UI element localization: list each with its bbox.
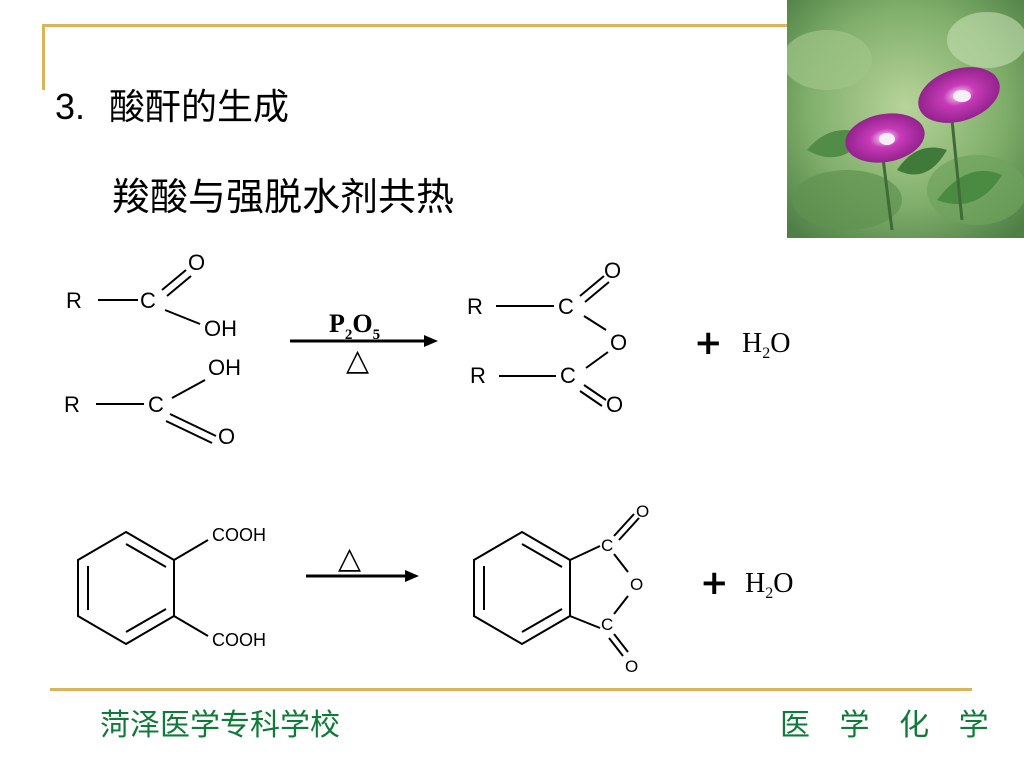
product-anhydride: O R C O R C O bbox=[467, 258, 627, 417]
atom-r: R bbox=[470, 363, 486, 388]
arrowhead-2 bbox=[405, 570, 419, 582]
atom-o: O bbox=[188, 250, 205, 275]
atom-o-ring: O bbox=[630, 575, 643, 594]
atom-c: C bbox=[601, 536, 613, 555]
section-number: 3. bbox=[55, 86, 86, 127]
cooh-bottom: COOH bbox=[212, 630, 266, 650]
subheading: 羧酸与强脱水剂共热 bbox=[112, 175, 455, 219]
footer-school: 菏泽医学专科学校 bbox=[100, 708, 340, 743]
section-title: 酸酐的生成 bbox=[109, 87, 290, 128]
frame-top-line bbox=[42, 24, 790, 27]
plus-sign-2: + bbox=[700, 563, 729, 603]
atom-o: O bbox=[218, 424, 235, 449]
atom-oh: OH bbox=[208, 355, 241, 380]
reactant-phthalic-acid: COOH COOH bbox=[77, 525, 266, 650]
water-2: H2O bbox=[745, 568, 793, 602]
heat-symbol-2: △ bbox=[338, 541, 361, 576]
atom-r: R bbox=[66, 288, 82, 313]
atom-o: O bbox=[604, 258, 621, 283]
atom-o: O bbox=[606, 392, 623, 417]
atom-r: R bbox=[64, 392, 80, 417]
reactant-acid-bottom: OH R C O bbox=[64, 355, 241, 449]
atom-o: O bbox=[625, 657, 638, 676]
reagent-p2o5: P2O5 bbox=[329, 309, 380, 343]
footer-divider bbox=[50, 688, 972, 691]
atom-c: C bbox=[140, 288, 156, 313]
atom-c: C bbox=[558, 294, 574, 319]
atom-c: C bbox=[601, 615, 613, 634]
atom-c: C bbox=[560, 363, 576, 388]
atom-o: O bbox=[636, 502, 649, 521]
cooh-top: COOH bbox=[212, 525, 266, 545]
atom-o-bridge: O bbox=[610, 330, 627, 355]
footer-course: 医 学 化 学 bbox=[780, 708, 999, 743]
atom-oh: OH bbox=[204, 316, 237, 341]
atom-c: C bbox=[148, 392, 164, 417]
plus-sign-1: + bbox=[694, 323, 723, 363]
atom-r: R bbox=[467, 294, 483, 319]
reaction-diagram: R C O OH OH R C O P2O5 △ O R C O R C bbox=[64, 250, 793, 676]
heat-symbol-1: △ bbox=[346, 343, 369, 378]
reactant-acid-top: R C O OH bbox=[66, 250, 237, 341]
frame-left-line bbox=[42, 24, 45, 90]
svg-text:P2O5: P2O5 bbox=[329, 309, 380, 343]
product-phthalic-anhydride: C C O O O bbox=[473, 502, 649, 676]
arrowhead-1 bbox=[424, 335, 438, 347]
water-1: H2O bbox=[742, 328, 790, 362]
morning-glory-photo bbox=[787, 0, 1024, 238]
section-heading: 3. 酸酐的生成 bbox=[55, 78, 289, 130]
